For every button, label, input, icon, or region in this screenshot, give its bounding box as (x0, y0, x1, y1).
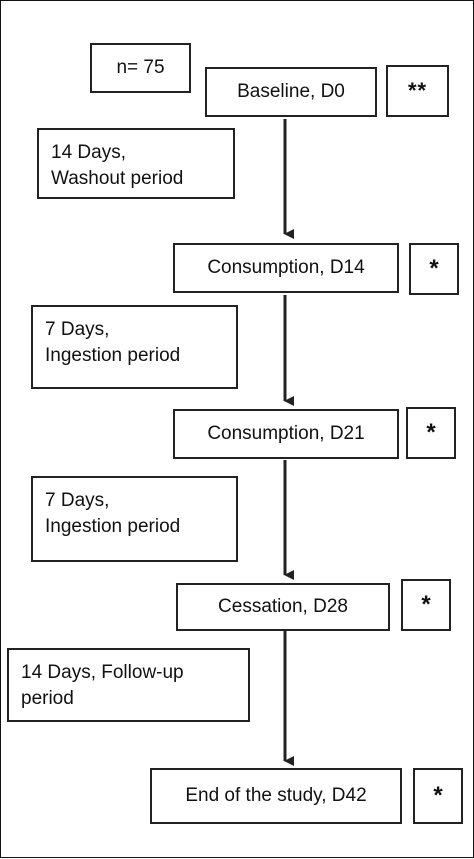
period-duration: 7 Days, (45, 490, 110, 511)
step-box-consumption-d14: Consumption, D14 (173, 243, 399, 293)
step-box-consumption-d21: Consumption, D21 (173, 409, 399, 459)
period-duration: 14 Days, Follow-up (21, 662, 184, 683)
period-name: Washout period (51, 168, 184, 189)
marker-box-end-of-study: * (413, 768, 463, 824)
step-label: Consumption, D14 (207, 257, 365, 278)
marker-box-consumption-d14: * (409, 243, 459, 295)
step-box-end-of-study: End of the study, D42 (150, 768, 402, 824)
sample-size-box: n= 75 (90, 43, 191, 93)
step-label: Cessation, D28 (218, 596, 348, 617)
marker-box-consumption-d21: * (406, 407, 456, 459)
period-box-ingestion-1: 7 Days, Ingestion period (31, 305, 238, 389)
step-label: End of the study, D42 (185, 785, 367, 806)
period-duration: 7 Days, (45, 319, 110, 340)
period-name: period (21, 688, 74, 709)
period-box-follow-up: 14 Days, Follow-up period (7, 648, 250, 722)
period-box-washout: 14 Days, Washout period (37, 128, 235, 199)
step-label: Baseline, D0 (237, 81, 345, 102)
period-duration: 14 Days, (51, 142, 126, 163)
step-box-baseline: Baseline, D0 (205, 67, 377, 117)
significance-marker: * (421, 591, 431, 618)
period-name: Ingestion period (45, 345, 181, 366)
significance-marker: * (433, 782, 443, 809)
step-box-cessation: Cessation, D28 (176, 583, 390, 631)
significance-marker: ** (407, 78, 428, 103)
marker-box-baseline: ** (386, 65, 449, 117)
significance-marker: * (429, 255, 439, 282)
period-box-ingestion-2: 7 Days, Ingestion period (31, 476, 238, 562)
period-name: Ingestion period (45, 516, 181, 537)
marker-box-cessation: * (401, 579, 451, 631)
sample-size-label: n= 75 (116, 57, 165, 78)
step-label: Consumption, D21 (207, 423, 365, 444)
significance-marker: * (426, 419, 436, 446)
